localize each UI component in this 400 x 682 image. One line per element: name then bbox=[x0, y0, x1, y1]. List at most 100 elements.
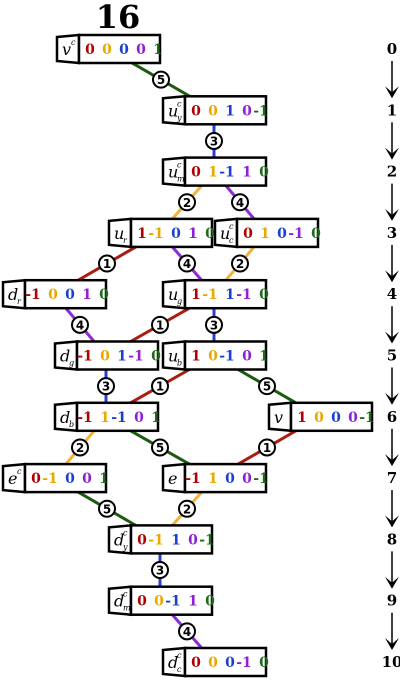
node-label-sub: c bbox=[229, 236, 234, 245]
edge-label-badge: 1 bbox=[151, 315, 169, 334]
level-arrow-head bbox=[385, 331, 399, 344]
node-digit: 0 bbox=[208, 655, 218, 671]
edge-label-badge: 2 bbox=[178, 193, 196, 212]
node-digit: 1 bbox=[151, 410, 161, 426]
edge-label-text: 1 bbox=[156, 380, 164, 394]
edge-label-badge: 5 bbox=[258, 377, 276, 396]
node-label-sub: y bbox=[176, 113, 182, 122]
level-label: 3 bbox=[387, 224, 397, 242]
node-digit: 0 bbox=[100, 349, 110, 365]
node-label: u bbox=[114, 224, 124, 243]
node-digit: 0 bbox=[65, 471, 75, 487]
node-label: d bbox=[60, 408, 70, 427]
node-digit: 1 bbox=[99, 471, 109, 487]
node-value-box bbox=[183, 462, 268, 494]
node-digit: 1 bbox=[297, 410, 307, 426]
node-digit: 0 bbox=[171, 226, 181, 242]
node-digit: 0 bbox=[191, 655, 201, 671]
node-digit: 1 bbox=[208, 165, 218, 181]
node-digit: 1 bbox=[153, 42, 163, 58]
node-digit: -1 bbox=[128, 349, 144, 365]
node-digit: 1 bbox=[242, 165, 252, 181]
node-digit: 1 bbox=[137, 226, 147, 242]
edge-label-text: 3 bbox=[210, 134, 218, 148]
diagram-title: 16 bbox=[96, 0, 141, 36]
node-digit: 1 bbox=[100, 410, 110, 426]
node-label-sub: r bbox=[123, 236, 128, 245]
node-digit: 0 bbox=[348, 410, 358, 426]
node-label: v bbox=[274, 408, 283, 427]
node-value-box bbox=[235, 217, 320, 249]
edge-label-circle bbox=[98, 254, 116, 273]
edge-label-badge: 3 bbox=[205, 131, 223, 150]
node-digit: 0 bbox=[314, 410, 324, 426]
edge-label-circle bbox=[178, 193, 196, 212]
level-label: 7 bbox=[387, 469, 397, 487]
node-digit: 0 bbox=[243, 226, 253, 242]
edge-label-text: 2 bbox=[183, 502, 191, 516]
edge-label-badge: 5 bbox=[98, 499, 116, 518]
node-label-sup: c bbox=[177, 99, 182, 108]
node-label: e bbox=[8, 469, 17, 488]
level-arrow-head bbox=[385, 454, 399, 467]
node-digit: 0 bbox=[99, 287, 109, 303]
edge-label-circle bbox=[231, 254, 249, 273]
node-digit: -1 bbox=[77, 349, 93, 365]
node-digit: 0 bbox=[31, 471, 41, 487]
node-digit: 0 bbox=[191, 165, 201, 181]
node-digit: 0 bbox=[242, 471, 252, 487]
node-digit: -1 bbox=[77, 410, 93, 426]
node-digit: 1 bbox=[225, 287, 235, 303]
edge-label-badge: 4 bbox=[71, 315, 89, 334]
level-arrow-head bbox=[385, 392, 399, 405]
level-arrow-head bbox=[385, 576, 399, 589]
edge-label-badge: 4 bbox=[178, 254, 196, 273]
edge-label-badge: 5 bbox=[151, 438, 169, 457]
node-digit: 0 bbox=[311, 226, 321, 242]
node-digit: -1 bbox=[148, 532, 164, 548]
node-digit: -1 bbox=[219, 165, 235, 181]
node-digit: 0 bbox=[102, 42, 112, 58]
node-label: u bbox=[220, 224, 230, 243]
edge-label-circle bbox=[151, 561, 169, 580]
node-value-box bbox=[183, 278, 268, 310]
node-digit: -1 bbox=[165, 594, 181, 610]
node-digit: -1 bbox=[253, 471, 269, 487]
node-label-sub: g bbox=[177, 297, 182, 306]
edge-label-badge: 3 bbox=[205, 315, 223, 334]
node-label: u bbox=[168, 101, 178, 120]
edge-label-badge: 3 bbox=[97, 377, 115, 396]
node-label: u bbox=[168, 347, 178, 366]
node-digit: 0 bbox=[136, 42, 146, 58]
edge-label-text: 1 bbox=[156, 318, 164, 332]
edge-label-circle bbox=[97, 377, 115, 396]
node-label: v bbox=[62, 40, 71, 59]
node-label-sup: c bbox=[229, 222, 234, 231]
node-digit: 0 bbox=[134, 410, 144, 426]
node-value-box bbox=[75, 340, 160, 371]
node-digit: 1 bbox=[188, 594, 198, 610]
edge-label-badge: 1 bbox=[151, 377, 169, 396]
edge-label-circle bbox=[151, 315, 169, 334]
node-label: d bbox=[8, 285, 18, 304]
edge-label-circle bbox=[71, 438, 89, 457]
node-digit: -1 bbox=[236, 655, 252, 671]
edge-label-text: 1 bbox=[263, 441, 271, 455]
edge-label-circle bbox=[71, 315, 89, 334]
node-value-box bbox=[183, 646, 268, 678]
node-digit: 1 bbox=[191, 349, 201, 365]
level-arrow-head bbox=[385, 515, 399, 528]
node-label-sub: g bbox=[69, 359, 74, 368]
node-digit: 1 bbox=[117, 349, 127, 365]
edge-label-badge: 1 bbox=[258, 438, 276, 457]
level-label: 10 bbox=[382, 653, 400, 671]
edge-label-text: 3 bbox=[210, 318, 218, 332]
node-digit: 0 bbox=[137, 532, 147, 548]
